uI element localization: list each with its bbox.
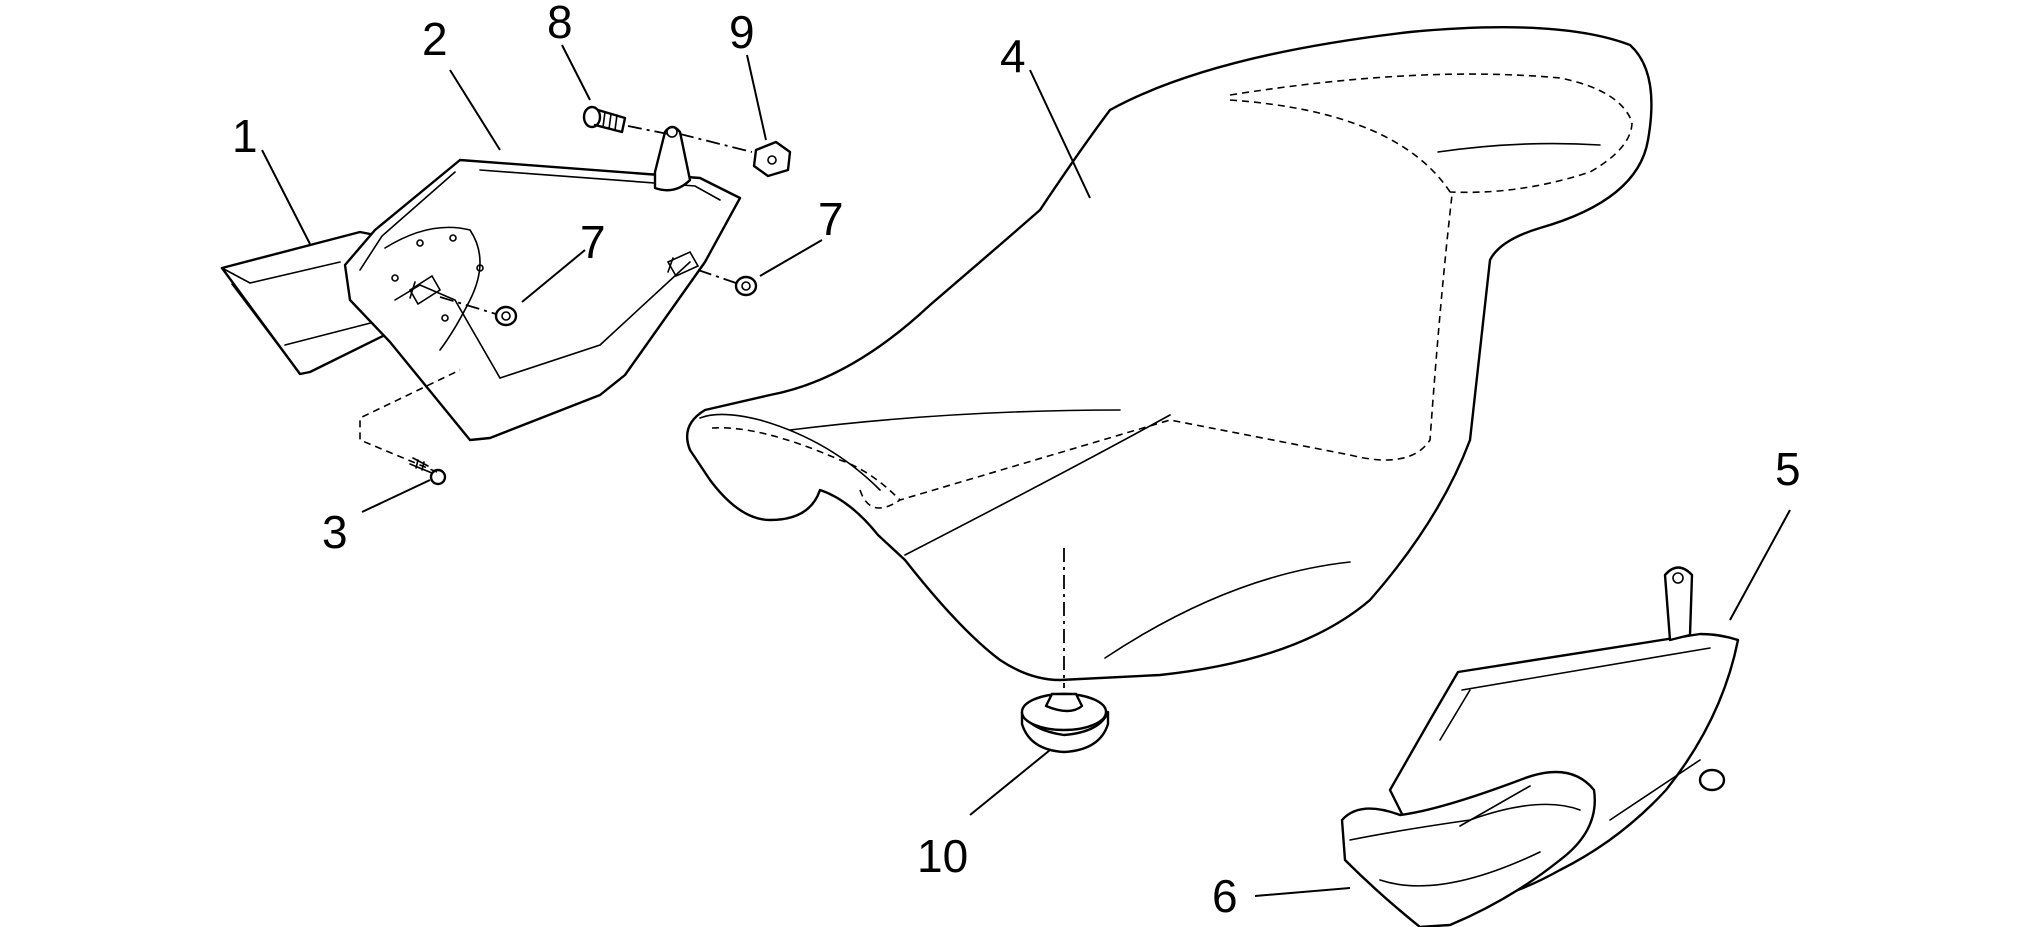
callout-5: 5 bbox=[1775, 443, 1801, 495]
part-2-side-cover bbox=[343, 125, 742, 442]
leader-5 bbox=[1729, 509, 1791, 621]
leader-8 bbox=[561, 44, 591, 101]
part-9-clip-nut bbox=[679, 133, 792, 178]
part-4-seat bbox=[685, 26, 1653, 682]
part-3-screw bbox=[359, 369, 461, 486]
leader-9 bbox=[746, 54, 767, 141]
part-7-nut-left bbox=[439, 296, 518, 327]
callout-7a: 7 bbox=[580, 216, 606, 268]
callout-numbers: 1 2 3 4 5 6 7 7 8 9 10 bbox=[232, 0, 1801, 922]
callout-leaders bbox=[261, 44, 1791, 897]
part-8-bolt bbox=[582, 105, 669, 135]
leader-2 bbox=[449, 69, 501, 151]
leader-7a bbox=[521, 249, 586, 303]
leader-10 bbox=[969, 749, 1051, 816]
callout-10: 10 bbox=[917, 830, 968, 882]
part-10-rubber-buffer bbox=[1020, 548, 1110, 754]
callout-6: 6 bbox=[1212, 870, 1238, 922]
leader-3 bbox=[361, 479, 431, 513]
leader-4 bbox=[1029, 69, 1091, 199]
callout-1: 1 bbox=[232, 110, 258, 162]
callout-8: 8 bbox=[547, 0, 573, 48]
callout-3: 3 bbox=[322, 506, 348, 558]
leader-1 bbox=[261, 149, 311, 245]
callout-7b: 7 bbox=[818, 193, 844, 245]
callout-9: 9 bbox=[729, 6, 755, 58]
callout-4: 4 bbox=[1000, 30, 1026, 82]
leader-7b bbox=[759, 239, 823, 277]
part-7-nut-right bbox=[697, 269, 758, 297]
callout-2: 2 bbox=[422, 13, 448, 65]
leader-6 bbox=[1254, 887, 1351, 897]
